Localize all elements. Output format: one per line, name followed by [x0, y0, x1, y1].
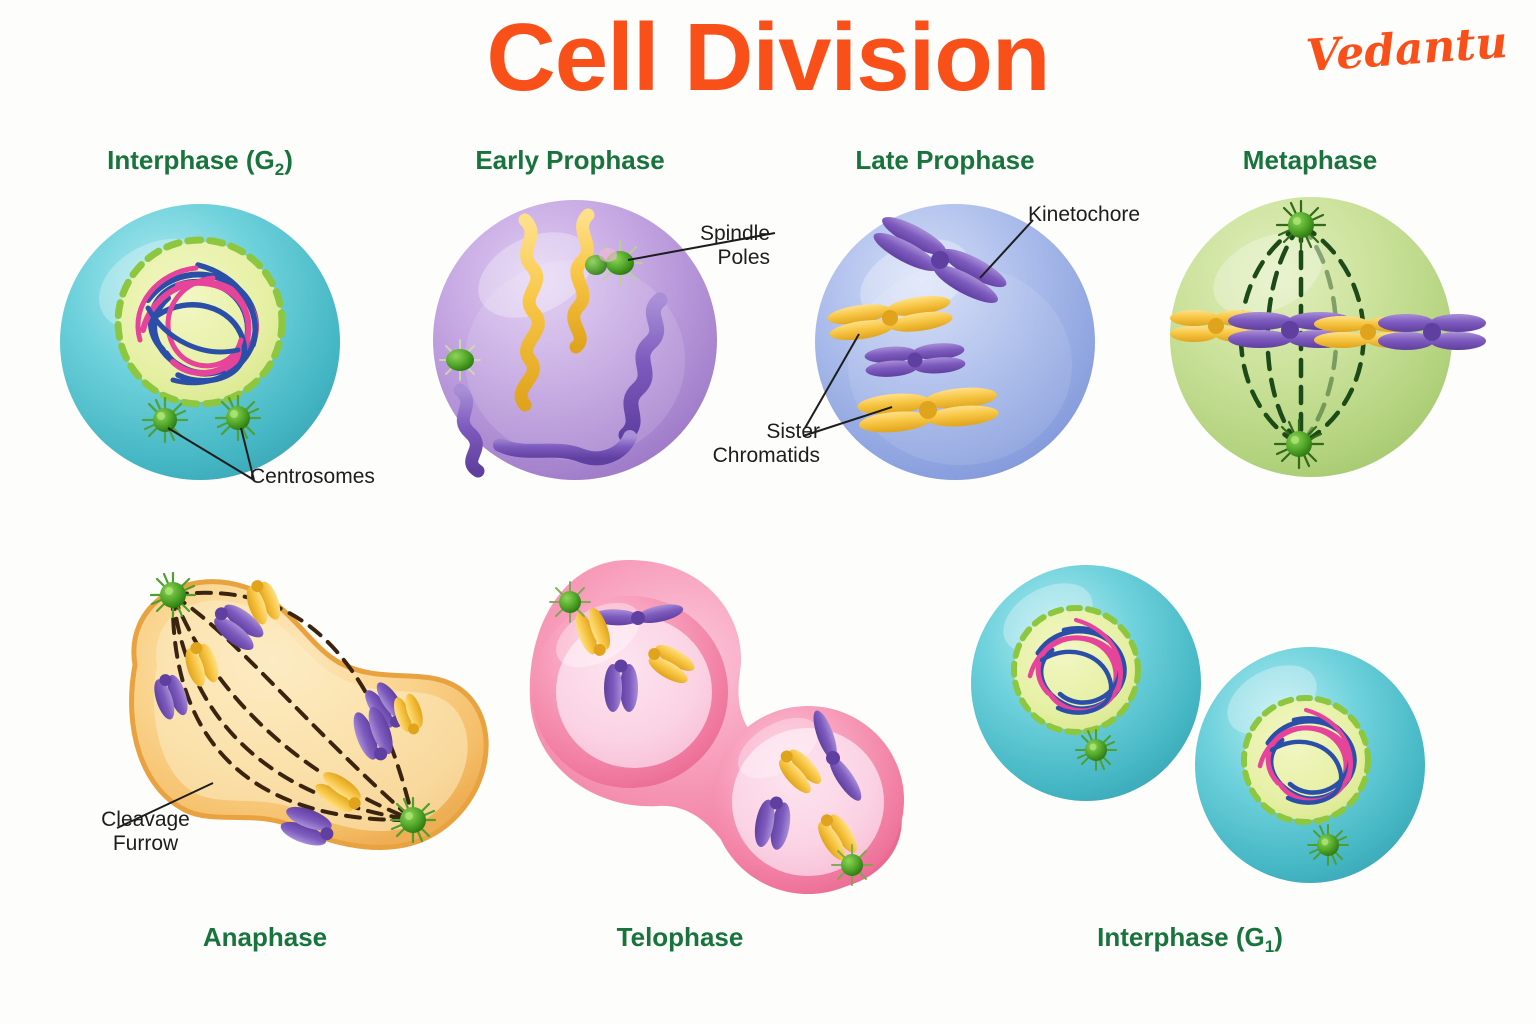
callout-line-1: Spindle: [699, 222, 770, 245]
callout-kinetochore: Kinetochore: [1028, 203, 1141, 226]
label-text: Interphase (G: [107, 145, 275, 175]
label-subscript: 2: [274, 160, 285, 180]
cell-late-prophase: [802, 200, 1105, 485]
cell-telophase: [508, 540, 928, 900]
centrosome: [1307, 824, 1349, 866]
chromosome-purple-2: [864, 343, 966, 377]
leader-line-centrosomes: [167, 427, 255, 481]
chromosome-purple-coil-3: [493, 430, 637, 466]
telophase-chromatids-lower: [754, 710, 862, 861]
leader-lines-sister-chromatids: [802, 333, 893, 437]
chromosome-yellow-2: [857, 387, 999, 433]
page-title: Cell Division: [486, 4, 1050, 111]
centromere: [907, 352, 923, 368]
chromatid-yellow-d: [315, 772, 361, 812]
centromere: [1423, 323, 1441, 341]
phase-label-interphase-g2: Interphase (G2): [20, 145, 380, 180]
label-tail: ): [1274, 922, 1283, 952]
centrosome-right: [214, 394, 262, 442]
chromatid-purple-a: [214, 604, 264, 651]
centrosome-upper-right: [585, 240, 643, 286]
leader-line-spindle-poles: [627, 232, 776, 261]
centromere: [1360, 324, 1376, 340]
leader-line-kinetochore: [979, 219, 1034, 279]
centromere: [882, 310, 898, 326]
chromatin-tangle: [1257, 707, 1357, 805]
centrosome-top: [1275, 199, 1327, 251]
cell-metaphase: [1168, 192, 1486, 482]
cell-early-prophase: [430, 195, 776, 485]
chromatid-purple-e: [280, 806, 334, 846]
centromere: [1281, 321, 1299, 339]
chromosome-yellow-1: [827, 295, 953, 341]
callout-line-2: Chromatids: [712, 443, 820, 467]
callout-spindle-poles: Spindle Poles: [600, 222, 770, 270]
phase-label-early-prophase: Early Prophase: [475, 145, 665, 175]
centromere: [1208, 318, 1224, 334]
phase-label-late-prophase: Late Prophase: [855, 145, 1035, 175]
chromosome-purple-coil-2: [453, 383, 485, 478]
cytoplasm: [153, 600, 468, 832]
cytoplasm-sheen: [465, 260, 685, 460]
cell-interphase-g2: [48, 190, 358, 481]
callout-centrosomes: Centrosomes: [250, 465, 375, 488]
centrosome-left: [141, 396, 189, 444]
nuclear-membrane: [1011, 605, 1141, 735]
centrosome-upper-left: [149, 571, 197, 619]
chromatid-yellow-a: [246, 580, 281, 625]
label-tail: ): [284, 145, 293, 175]
chromatin-tangle: [135, 262, 259, 386]
chromosome-purple-1: [873, 217, 1007, 303]
cell-anaphase: [95, 545, 495, 905]
chromatid-yellow-c: [393, 693, 423, 735]
telophase-chromatids-upper: [575, 604, 695, 712]
phase-label-anaphase: Anaphase: [202, 922, 328, 952]
leader-line-cleavage-furrow: [116, 782, 214, 829]
phase-label-interphase-g1: Interphase (G1): [1010, 922, 1370, 957]
label-subscript: 1: [1264, 937, 1275, 957]
centrosome-left: [439, 339, 481, 381]
cell-interphase-g1-left: [968, 558, 1208, 818]
centrosome-upper: [549, 581, 591, 623]
nuclear-membrane: [1241, 695, 1371, 825]
chromosome-purple-coil-1: [618, 292, 668, 443]
centrosome: [1075, 729, 1117, 771]
callout-sister-chromatids: Sister Chromatids: [630, 420, 820, 468]
cell-interphase-g1-right: [1192, 640, 1432, 900]
label-text: Interphase (G: [1097, 922, 1265, 952]
chromosome-yellow-coil-2: [567, 208, 595, 354]
phase-label-metaphase: Metaphase: [1242, 145, 1378, 175]
chromatin-tangle: [1027, 617, 1127, 715]
centrosome-lower-right: [389, 796, 437, 844]
cell-highlight: [1213, 233, 1323, 315]
chromatid-purple-d: [353, 706, 393, 761]
metaphase-plate: [1170, 310, 1486, 350]
centrosome-lower: [831, 844, 873, 886]
chromatid-yellow-b: [185, 642, 219, 687]
callout-line-2: Furrow: [112, 831, 179, 855]
phase-label-telophase: Telophase: [616, 922, 744, 952]
nuclear-membrane: [114, 236, 286, 408]
centrosome-bottom: [1273, 418, 1325, 470]
chromosome-yellow-coil-1: [514, 213, 545, 412]
callout-line-2: Poles: [717, 245, 770, 269]
centromere: [919, 401, 937, 419]
chromatid-purple-b: [154, 674, 188, 720]
centromere: [931, 251, 949, 269]
